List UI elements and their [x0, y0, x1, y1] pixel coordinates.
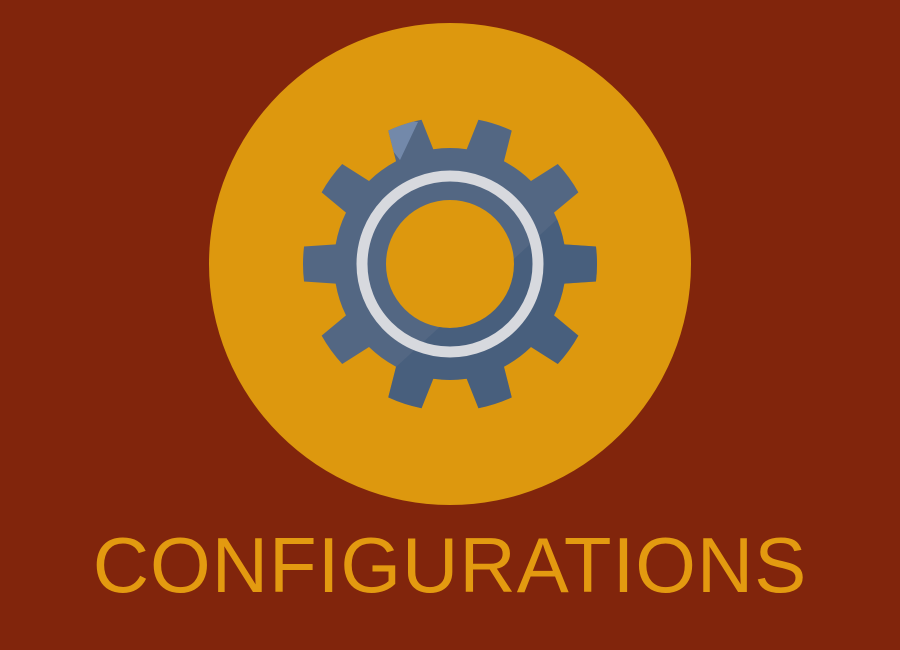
gear-ring	[356, 170, 544, 358]
icon-circle	[209, 23, 691, 505]
page-title: CONFIGURATIONS	[92, 521, 808, 609]
